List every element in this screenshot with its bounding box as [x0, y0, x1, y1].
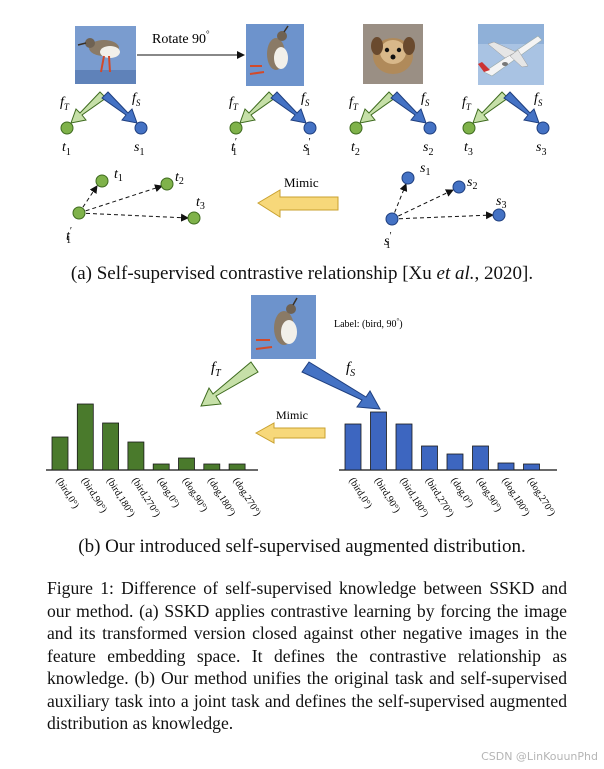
figure-caption: Figure 1: Difference of self-supervised … [47, 578, 567, 733]
fS-label: fS [421, 91, 430, 108]
dog-photo [363, 24, 423, 84]
teacher-distribution-chart: (bird,0°)(bird,90°)(bird,180°)(bird,270°… [46, 403, 263, 519]
rotate-label: Rotate 90° [152, 29, 210, 47]
bar [421, 445, 438, 471]
bar [395, 423, 413, 471]
svg-text:t′1: t′1 [66, 226, 72, 246]
svg-text:t2: t2 [175, 170, 184, 187]
student-network-arrow: fS [301, 360, 381, 410]
fT-label: fT [229, 95, 239, 112]
teacher-node [60, 121, 74, 135]
svg-text:s2: s2 [467, 175, 477, 192]
fS-label: fS [132, 91, 141, 108]
bird-photo [75, 26, 136, 84]
rotated-bird-photo-large [251, 295, 316, 359]
bar [370, 411, 387, 471]
fT-label: fT [349, 95, 359, 112]
student-node [134, 121, 148, 135]
embedding-pair-4: fT fS t3 s3 [462, 91, 550, 158]
svg-text:t1: t1 [114, 167, 123, 184]
student-node-label: s2 [423, 140, 433, 158]
bar [344, 423, 362, 471]
svg-text:Mimic: Mimic [284, 175, 319, 190]
rotated-bird-photo [246, 24, 304, 86]
bar [446, 453, 464, 471]
student-node-label: s3 [536, 140, 546, 158]
teacher-node-label: t1 [62, 140, 71, 158]
student-node [423, 121, 437, 135]
embedding-pair-1: fT fS t1 s1 [60, 91, 148, 158]
label-text: Label: (bird, 90°) [334, 317, 403, 330]
bar [228, 463, 246, 471]
tick-label: (dog,90°) [474, 476, 504, 514]
bar [203, 463, 221, 471]
tick-label: (dog,0°) [155, 476, 182, 510]
svg-text:s1: s1 [420, 161, 430, 178]
bar [523, 463, 540, 471]
svg-text:s′1: s′1 [384, 231, 392, 251]
fS-label: fS [534, 91, 543, 108]
teacher-embedding-cluster: t′1 t1 t2 t3 [66, 167, 205, 246]
student-embedding-cluster: s′1 s1 s2 s3 [384, 161, 506, 251]
watermark: CSDN @LinKouunPhd [481, 750, 598, 763]
teacher-network-arrow: fT [200, 360, 259, 407]
bar [102, 422, 119, 471]
tick-label: (bird,0°) [53, 476, 80, 511]
svg-text:fT: fT [211, 360, 222, 379]
tick-label: (dog,0°) [448, 476, 475, 510]
svg-text:Mimic: Mimic [276, 408, 308, 422]
fT-label: fT [60, 95, 70, 112]
student-node [303, 121, 317, 135]
svg-text:t3: t3 [196, 195, 205, 212]
svg-text:s3: s3 [496, 194, 506, 211]
teacher-node [229, 121, 243, 135]
student-node-label: s1 [134, 140, 144, 158]
fT-label: fT [462, 95, 472, 112]
teacher-node [462, 121, 476, 135]
tick-label: (bird,0°) [346, 476, 373, 511]
student-distribution-chart: (bird,0°)(bird,90°)(bird,180°)(bird,270°… [339, 411, 557, 519]
bar [472, 445, 489, 471]
airplane-photo [478, 24, 544, 85]
bar [152, 463, 170, 471]
teacher-node [349, 121, 363, 135]
svg-text:fS: fS [346, 360, 355, 379]
student-node [536, 121, 550, 135]
teacher-node-label: t′1 [231, 137, 237, 158]
embedding-pair-3: fT fS t2 s2 [349, 91, 437, 158]
embedding-pair-2: fT fS t′1 s′1 [229, 91, 317, 158]
tick-label: (dog,90°) [180, 476, 210, 514]
bar [497, 462, 515, 471]
teacher-node-label: t3 [464, 140, 473, 158]
bar [178, 457, 195, 471]
teacher-node-label: t2 [351, 140, 360, 158]
caption-b: (b) Our introduced self-supervised augme… [78, 536, 526, 557]
caption-a: (a) Self-supervised contrastive relation… [70, 263, 534, 284]
student-node-label: s′1 [303, 137, 311, 158]
bar [76, 403, 94, 471]
mimic-arrow-bottom: Mimic [254, 408, 326, 444]
fS-label: fS [301, 91, 310, 108]
bar [51, 436, 69, 471]
bar [127, 441, 145, 471]
mimic-arrow-top: Mimic [257, 175, 339, 218]
